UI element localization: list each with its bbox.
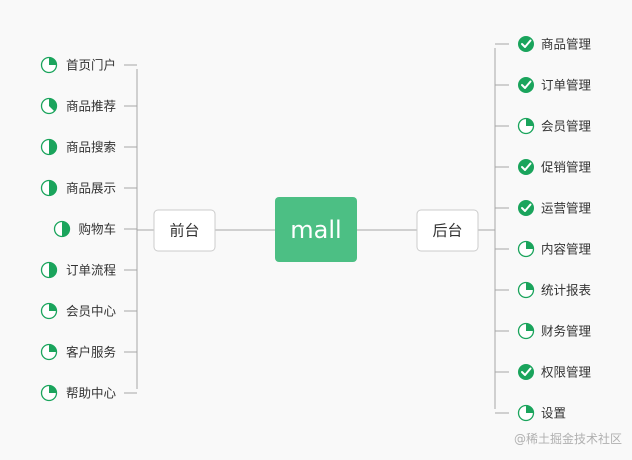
progress-fill: [62, 221, 70, 237]
progress-fill: [49, 303, 57, 311]
right-item-label: 商品管理: [541, 37, 592, 52]
progress-fill: [49, 98, 57, 112]
progress-icon: [517, 404, 535, 422]
progress-icon: [40, 302, 58, 320]
mindmap-nodes: mall 前台 后台 首页门户商品推荐商品搜索商品展示购物车订单流程会员中心客户服务帮…: [40, 36, 592, 422]
center-node[interactable]: [275, 197, 357, 262]
connector-lines: [124, 43, 509, 414]
check-icon-fill: [518, 36, 534, 52]
progress-icon: [517, 240, 535, 258]
progress-icon: [40, 97, 58, 115]
left-item-label: 会员中心: [66, 304, 117, 319]
progress-fill: [526, 118, 534, 126]
right-branch-node-label: 后台: [432, 222, 462, 240]
progress-fill: [49, 57, 57, 65]
progress-icon: [40, 179, 58, 197]
right-item-label: 内容管理: [541, 242, 592, 257]
left-item-label: 帮助中心: [66, 386, 117, 401]
check-mark: [521, 39, 532, 48]
progress-fill: [526, 323, 534, 331]
left-branch-node[interactable]: [153, 209, 216, 252]
left-item-label: 商品展示: [66, 181, 116, 196]
left-item-label: 客户服务: [66, 345, 116, 360]
right-branch-node[interactable]: [416, 209, 479, 252]
right-item-label: 权限管理: [541, 365, 592, 380]
progress-icon: [40, 138, 58, 156]
right-item-label: 设置: [541, 406, 566, 421]
right-item-label: 订单管理: [541, 78, 592, 93]
check-mark: [521, 162, 532, 171]
left-item-label: 首页门户: [66, 58, 116, 73]
progress-fill: [49, 262, 57, 278]
check-icon-fill: [518, 364, 534, 380]
progress-fill: [49, 139, 57, 155]
left-item-label: 商品搜索: [66, 140, 116, 155]
check-mark: [521, 80, 532, 89]
right-item-label: 促销管理: [541, 160, 592, 175]
check-icon: [518, 36, 534, 52]
check-icon-fill: [518, 200, 534, 216]
progress-icon: [40, 56, 58, 74]
check-mark: [521, 203, 532, 212]
left-item-label: 商品推荐: [66, 99, 116, 114]
progress-fill: [526, 405, 534, 413]
progress-icon: [517, 117, 535, 135]
progress-icon: [40, 384, 58, 402]
progress-icon: [40, 261, 58, 279]
check-icon: [518, 77, 534, 93]
progress-icon: [517, 322, 535, 340]
progress-fill: [49, 180, 57, 196]
right-item-label: 财务管理: [541, 324, 592, 339]
right-item-label: 运营管理: [541, 201, 592, 216]
progress-icon: [53, 220, 71, 238]
check-icon-fill: [518, 77, 534, 93]
progress-icon: [40, 343, 58, 361]
watermark-text: @稀土掘金技术社区: [514, 431, 622, 446]
progress-fill: [49, 344, 57, 352]
progress-fill: [526, 241, 534, 249]
progress-icon: [517, 281, 535, 299]
right-item-label: 会员管理: [541, 119, 592, 134]
check-icon-fill: [518, 159, 534, 175]
left-item-label: 订单流程: [66, 263, 117, 278]
progress-fill: [526, 282, 534, 290]
check-mark: [521, 367, 532, 376]
check-icon: [518, 364, 534, 380]
right-item-label: 统计报表: [541, 283, 592, 298]
check-icon: [518, 159, 534, 175]
progress-fill: [49, 385, 57, 393]
check-icon: [518, 200, 534, 216]
left-item-label: 购物车: [78, 222, 116, 237]
center-node-label: mall: [290, 216, 341, 244]
left-branch-node-label: 前台: [169, 222, 199, 240]
